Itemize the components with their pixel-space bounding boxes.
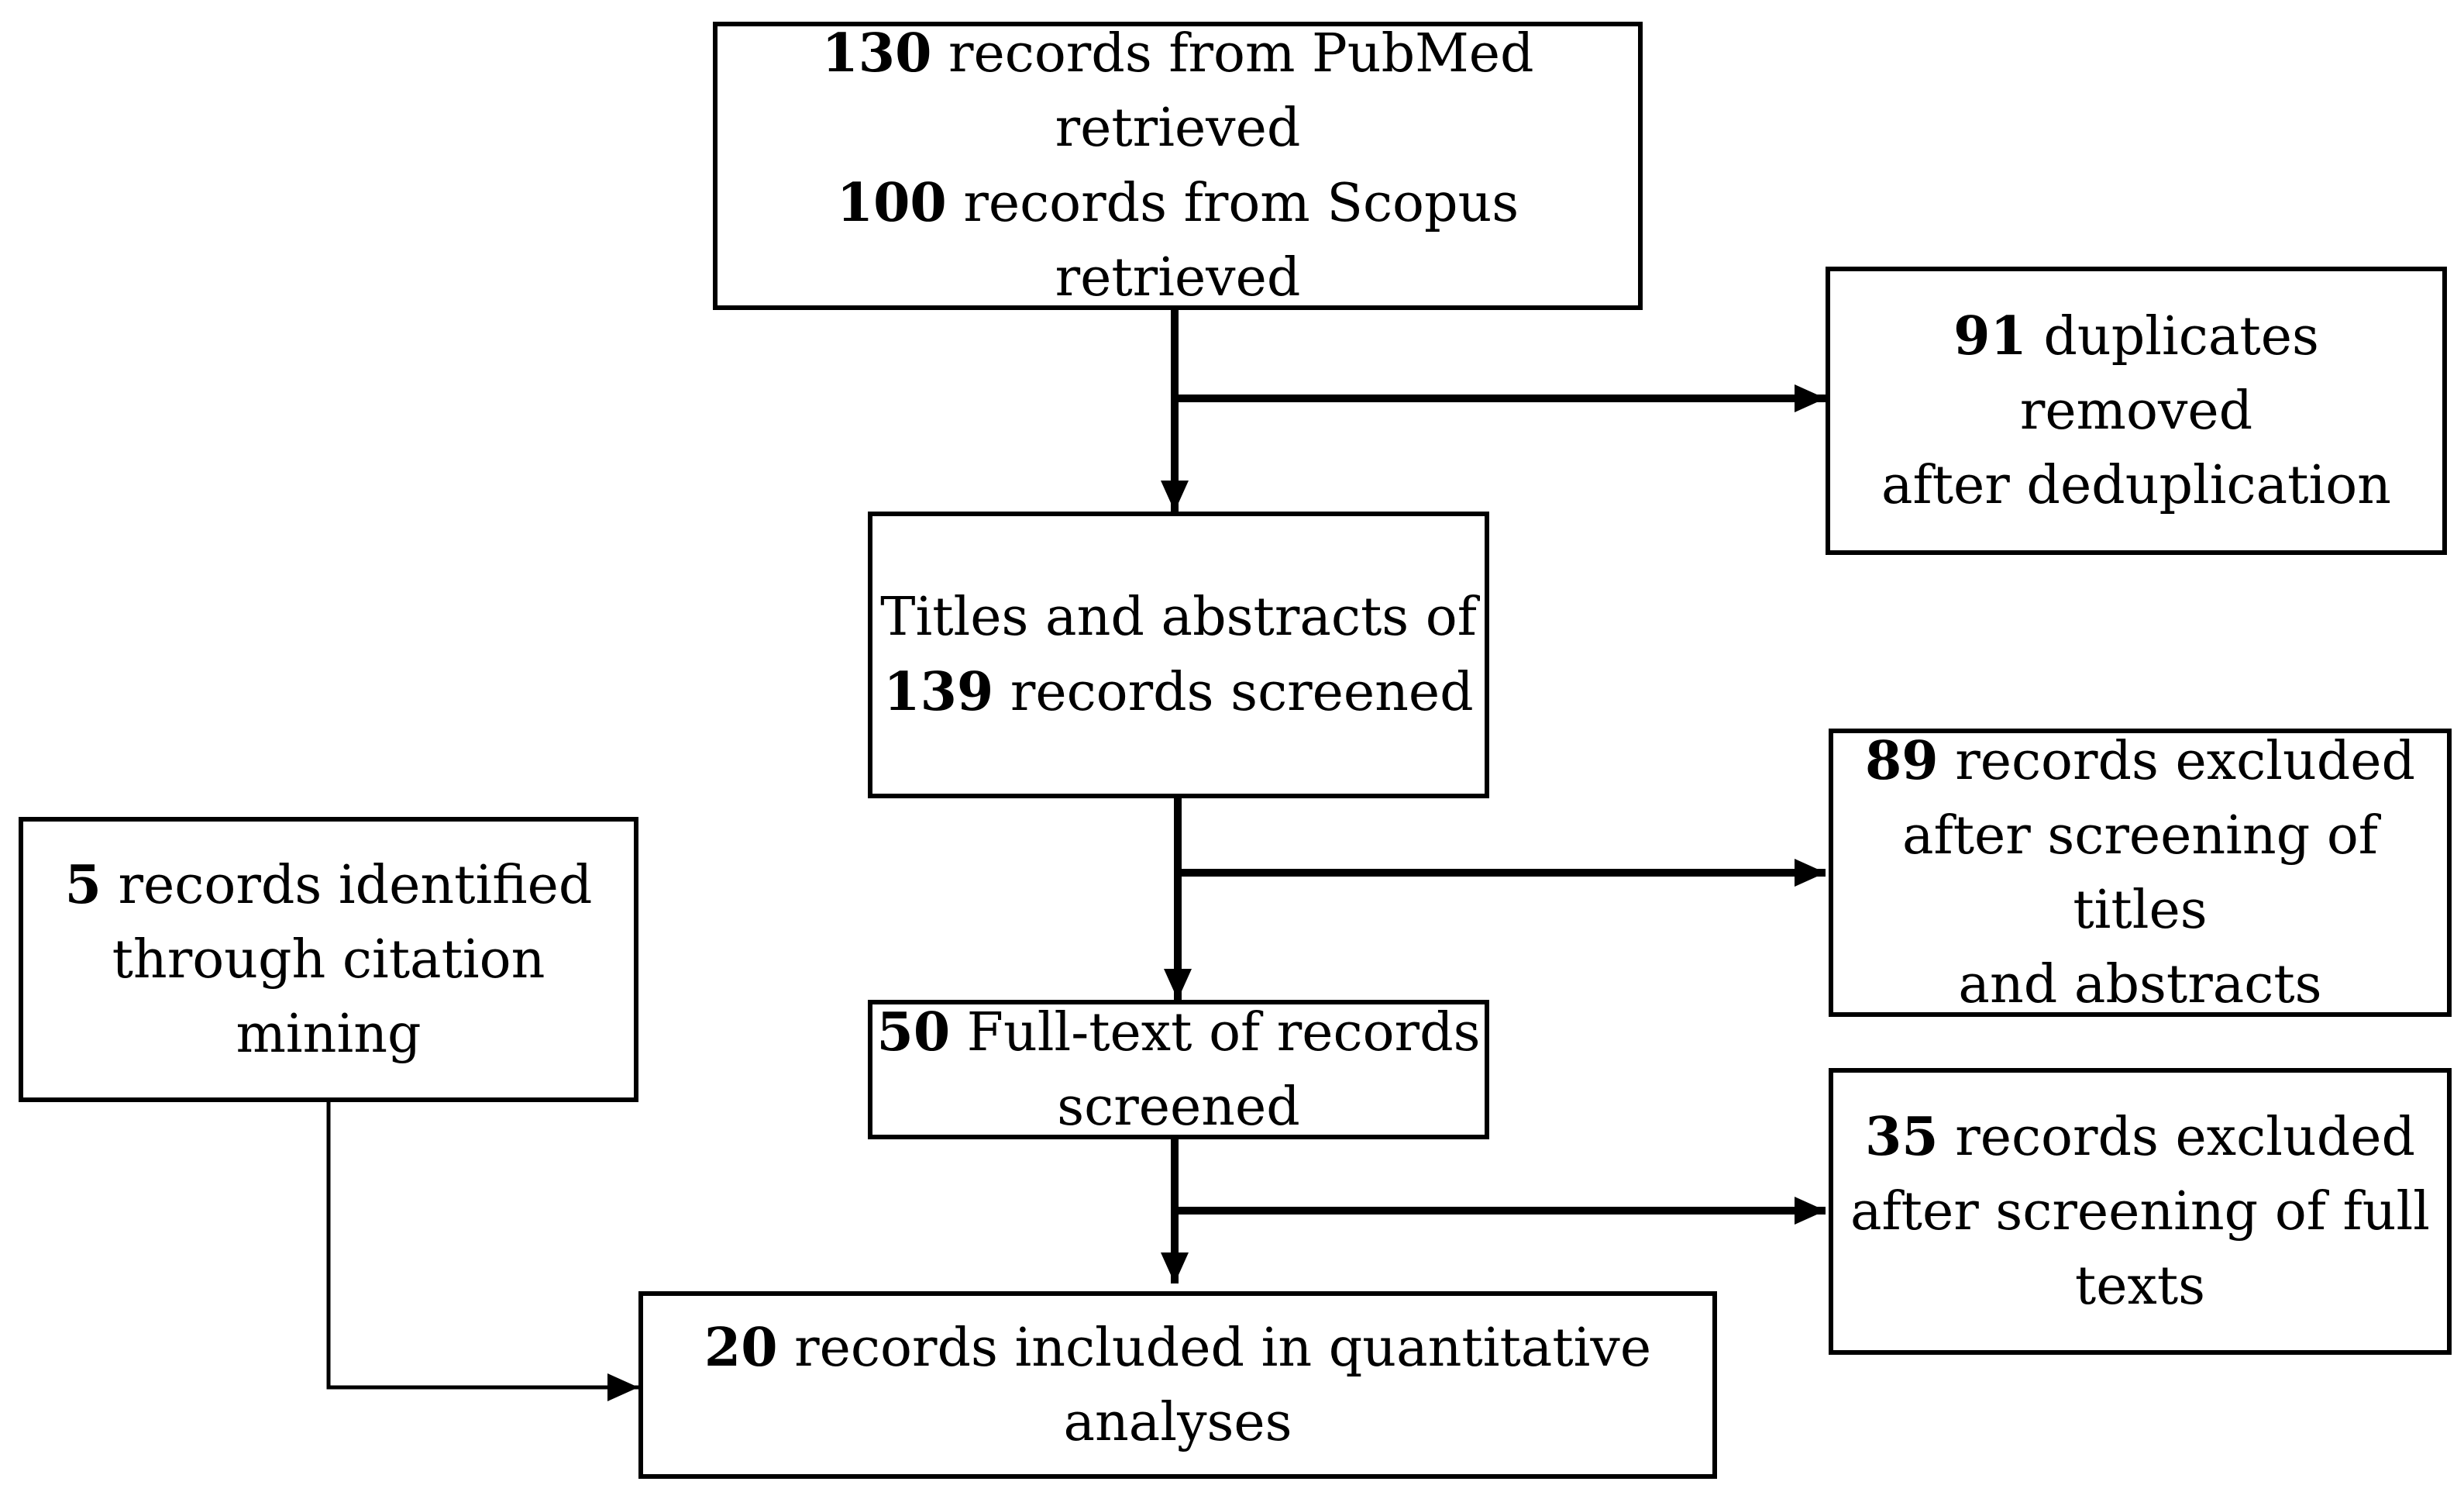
box-records-retrieved: 130 records from PubMed retrieved 100 re… (713, 22, 1643, 310)
box-excluded-titles-abstracts: 89 records excluded after screening of t… (1829, 729, 2452, 1017)
box-fulltext-screened: 50 Full-text of records screened (868, 1000, 1489, 1139)
box-titles-abstracts-screened: Titles and abstracts of 139 records scre… (868, 512, 1489, 798)
box-citation-mining: 5 records identified through citation mi… (19, 817, 638, 1102)
box-duplicates-removed: 91 duplicates removed after deduplicatio… (1826, 267, 2447, 555)
retrieved-line-scopus: 100 records from Scopus retrieved (836, 172, 1519, 308)
retrieved-line-pubmed: 130 records from PubMed retrieved (821, 22, 1534, 159)
box-records-included: 20 records included in quantitative anal… (638, 1291, 1717, 1479)
box-excluded-full-texts: 35 records excluded after screening of f… (1829, 1068, 2452, 1355)
arrow-citation-to-included (326, 1102, 638, 1401)
